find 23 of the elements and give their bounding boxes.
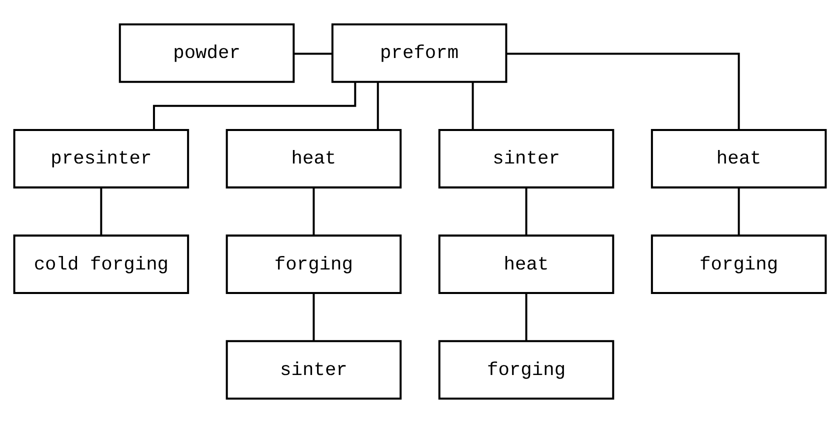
node-box: forging <box>226 234 402 294</box>
node-box: heat <box>650 128 827 188</box>
node-box: preform <box>331 23 508 83</box>
node-box: heat <box>226 128 402 188</box>
node-box: forging <box>650 234 827 294</box>
connector <box>472 82 474 130</box>
connector <box>312 188 315 236</box>
node-box: presinter <box>13 128 190 188</box>
node-box: cold forging <box>13 234 190 294</box>
connector <box>100 188 102 236</box>
node-box: powder <box>118 23 295 83</box>
node-box: sinter <box>438 128 614 188</box>
connector <box>506 52 740 130</box>
node-box: heat <box>438 234 614 294</box>
connector <box>738 188 740 236</box>
connector <box>312 293 315 342</box>
connector <box>294 52 332 55</box>
connector <box>525 293 528 342</box>
connector <box>376 82 379 130</box>
node-box: forging <box>438 340 614 400</box>
connector <box>152 82 356 130</box>
connector <box>525 188 528 236</box>
node-box: sinter <box>226 340 402 400</box>
